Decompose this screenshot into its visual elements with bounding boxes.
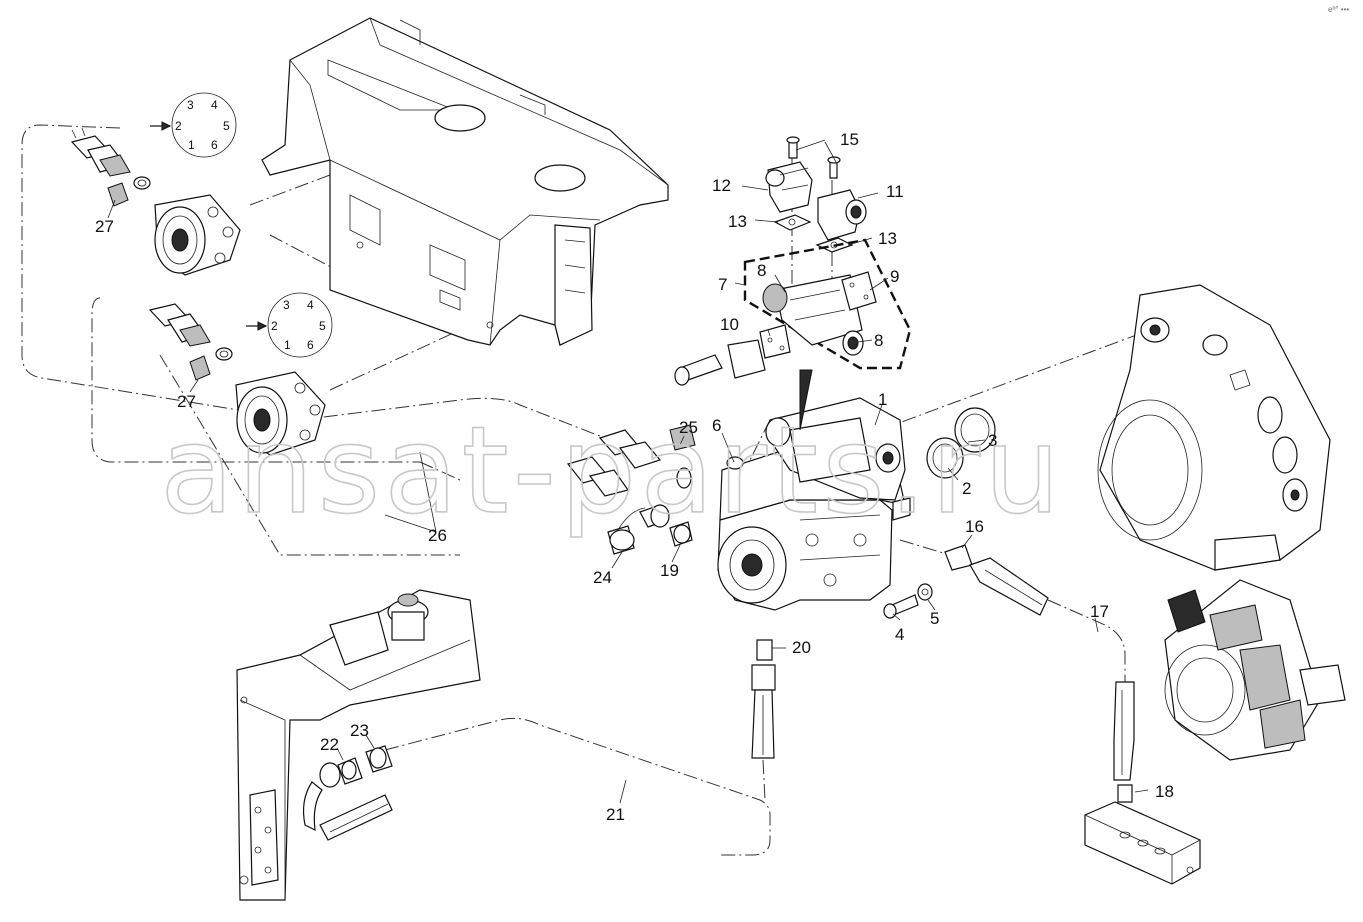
callout-1: 1 bbox=[878, 390, 887, 409]
callout-5: 5 bbox=[930, 609, 939, 628]
inset-pump-assembly bbox=[1164, 579, 1346, 761]
callout-7: 7 bbox=[718, 275, 727, 294]
corner-mark: eº° ••• bbox=[1328, 5, 1349, 14]
dial-upper-2: 2 bbox=[175, 119, 182, 133]
callout-25: 25 bbox=[679, 418, 698, 437]
dial-lower-3: 3 bbox=[283, 298, 290, 312]
dial-lower-6: 6 bbox=[307, 338, 314, 352]
callout-20: 20 bbox=[792, 638, 811, 657]
callout-27-lower: 27 bbox=[177, 392, 196, 411]
routing-lines bbox=[21, 124, 1151, 856]
callout-23: 23 bbox=[350, 721, 369, 740]
flywheel-housing bbox=[1097, 284, 1331, 571]
callout-12: 12 bbox=[712, 176, 731, 195]
callout-13-left: 13 bbox=[728, 212, 747, 231]
pump-inlet-fittings bbox=[566, 424, 696, 555]
dial-upper-3: 3 bbox=[187, 98, 194, 112]
callout-18: 18 bbox=[1155, 782, 1174, 801]
callout-numbers: 1 2 3 4 5 6 7 8 8 9 10 11 12 13 13 15 16… bbox=[95, 130, 1174, 824]
lower-left-control-block bbox=[236, 589, 481, 901]
lower-position-dial: 3 4 2 5 1 6 bbox=[246, 292, 333, 358]
callout-8-upper: 8 bbox=[757, 261, 766, 280]
callout-16: 16 bbox=[965, 517, 984, 536]
leader-lines bbox=[107, 139, 1149, 804]
callout-10: 10 bbox=[720, 315, 739, 334]
callout-24: 24 bbox=[593, 568, 612, 587]
dial-upper-6: 6 bbox=[211, 138, 218, 152]
callout-19: 19 bbox=[660, 561, 679, 580]
distribution-block bbox=[1084, 801, 1201, 885]
upper-tank-frame bbox=[261, 17, 669, 346]
hydraulic-pump bbox=[717, 369, 911, 611]
dial-lower-5: 5 bbox=[319, 319, 326, 333]
hoses bbox=[302, 544, 1135, 841]
callout-6: 6 bbox=[712, 416, 721, 435]
callout-9: 9 bbox=[890, 267, 899, 286]
upper-drive-motor bbox=[70, 127, 241, 276]
solenoid-valve-assembly bbox=[674, 136, 912, 386]
callout-17: 17 bbox=[1090, 602, 1109, 621]
callout-11: 11 bbox=[886, 182, 904, 201]
callout-2: 2 bbox=[962, 479, 971, 498]
fittings-22-23 bbox=[337, 745, 393, 785]
callout-21: 21 bbox=[606, 805, 625, 824]
callout-22: 22 bbox=[320, 735, 339, 754]
callout-4: 4 bbox=[895, 625, 904, 644]
watermark: ansat-parts.ru bbox=[160, 402, 1064, 541]
callout-3: 3 bbox=[988, 431, 997, 450]
callout-26: 26 bbox=[428, 526, 447, 545]
callout-8-lower: 8 bbox=[874, 331, 883, 350]
dial-lower-4: 4 bbox=[307, 298, 314, 312]
dial-lower-1: 1 bbox=[284, 338, 291, 352]
dial-upper-5: 5 bbox=[223, 119, 230, 133]
seal-rings bbox=[926, 407, 996, 479]
dial-upper-4: 4 bbox=[211, 98, 218, 112]
dial-upper-1: 1 bbox=[188, 138, 195, 152]
callout-15: 15 bbox=[840, 130, 859, 149]
callout-27-upper: 27 bbox=[95, 217, 114, 236]
lower-drive-motor bbox=[148, 303, 326, 456]
callout-13-right: 13 bbox=[878, 229, 897, 248]
bolt-and-washer bbox=[883, 583, 933, 619]
upper-position-dial: 3 4 2 5 1 6 bbox=[150, 92, 237, 158]
dial-lower-2: 2 bbox=[271, 319, 278, 333]
